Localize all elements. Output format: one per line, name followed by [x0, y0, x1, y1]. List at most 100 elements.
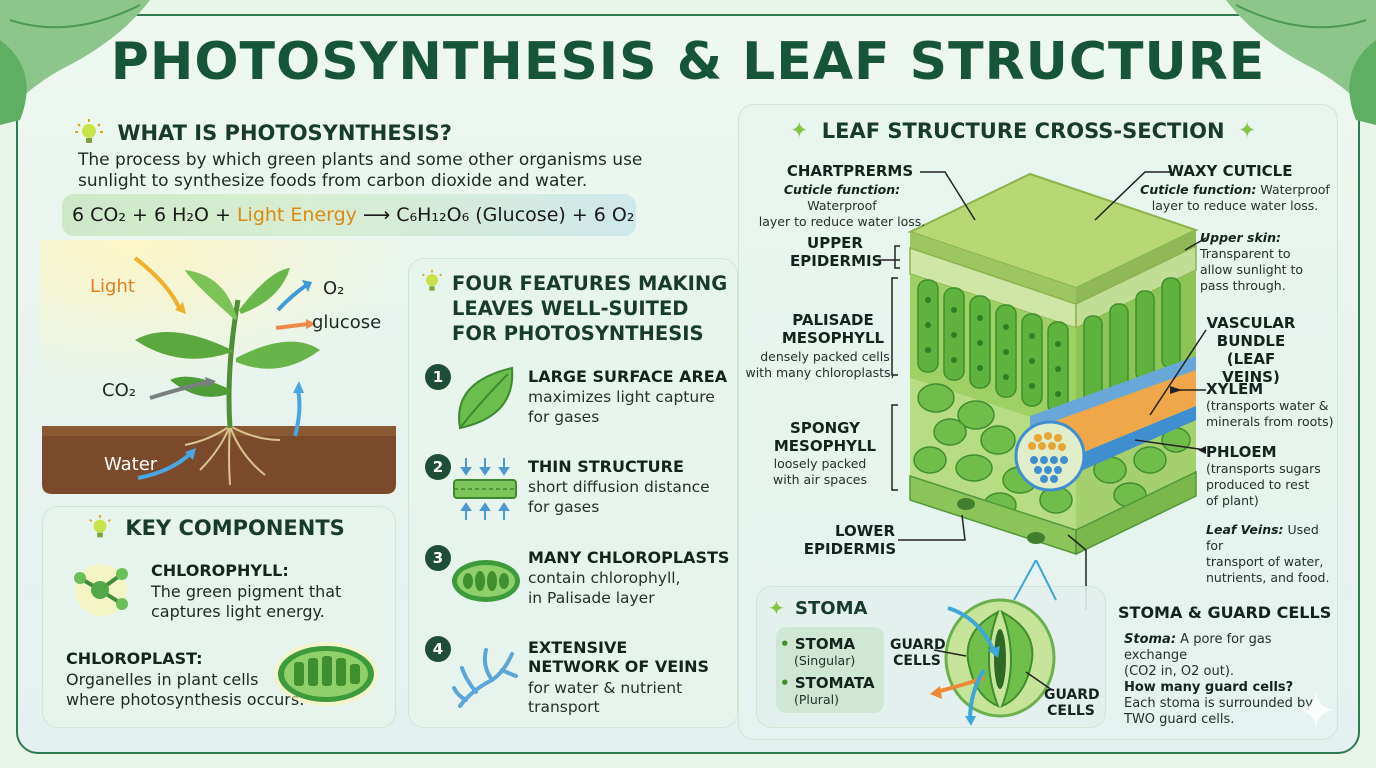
chartprerms-function-text-1: Waterproof [807, 198, 877, 213]
leaf-veins-note: Leaf Veins: Used for transport of water,… [1206, 522, 1336, 586]
glucose-label: glucose [312, 312, 382, 333]
label-upper-epidermis-2: EPIDERMIS [790, 252, 883, 270]
what-heading-row: WHAT IS PHOTOSYNTHESIS? [74, 118, 452, 148]
label-xylem: XYLEM [1206, 380, 1264, 398]
sparkle-icon [1298, 692, 1334, 728]
water-label: Water [104, 454, 158, 475]
plant-illustration [40, 240, 400, 494]
feature-number-1: 1 [425, 364, 451, 390]
features-heading-2: LEAVES WELL-SUITED [452, 297, 689, 320]
page-title: PHOTOSYNTHESIS & LEAF STRUCTURE [110, 32, 1266, 92]
what-desc-1: The process by which green plants and so… [78, 150, 643, 170]
lightbulb-icon [89, 514, 111, 538]
label-chartprerms: CHARTPRERMS [786, 162, 914, 180]
stoma-definition-text-1: A pore for gas exchange [1124, 632, 1272, 663]
chlorophyll-title: CHLOROPHYLL: [151, 561, 289, 580]
stoma-definition: Stoma: A pore for gas exchange (CO2 in, … [1124, 632, 1336, 728]
light-label: Light [90, 276, 135, 297]
feature-3-desc-2: in Palisade layer [528, 589, 655, 607]
feature-2-desc-1: short diffusion distance [528, 478, 710, 496]
feature-2-desc-2: for gases [528, 498, 600, 516]
bullet-icon: • [780, 674, 795, 692]
sparkle-icon: ✦ [1237, 118, 1257, 144]
chloroplast-title: CHLOROPLAST: [66, 649, 203, 668]
upper-skin-text-2: allow sunlight to [1200, 262, 1304, 277]
sparkle-icon: ✦ [790, 118, 809, 144]
upper-skin-text-3: pass through. [1200, 278, 1286, 293]
guard-cells-answer-1: Each stoma is surrounded by [1124, 696, 1314, 711]
lightbulb-icon [75, 119, 103, 143]
features-heading-3: FOR PHOTOSYNTHESIS [452, 322, 704, 345]
veins-icon [452, 648, 518, 708]
feature-2-title: THIN STRUCTURE [528, 457, 684, 476]
corner-leaf-left-icon [0, 0, 150, 125]
guard-cells-label-left-1: GUARD [890, 637, 946, 653]
waxy-cuticle-function-text-2: layer to reduce water loss. [1151, 198, 1319, 213]
feature-4-desc-2: transport [528, 698, 600, 716]
label-lower-2: EPIDERMIS [803, 540, 897, 558]
guard-cells-label-left-2: CELLS [893, 653, 941, 669]
leaf-heading-row: ✦ LEAF STRUCTURE CROSS-SECTION ✦ [790, 118, 1256, 144]
label-vascular-3: (LEAF VEINS) [1222, 350, 1280, 386]
xylem-desc-2: minerals from roots) [1206, 414, 1334, 429]
waxy-cuticle-function-label: Cuticle function: [1140, 182, 1257, 197]
upper-skin-text-1: Transparent to [1200, 246, 1291, 261]
label-upper-epidermis-1: UPPER [807, 234, 863, 252]
key-heading: KEY COMPONENTS [125, 516, 345, 540]
chloroplast-icon [452, 560, 520, 602]
equation-light-energy: Light Energy [236, 204, 357, 226]
guard-cells-label-right-1: GUARD [1044, 687, 1100, 703]
upper-skin-label: Upper skin: [1200, 230, 1281, 245]
spongy-desc-2: with air spaces [773, 472, 867, 487]
equation-products: ⟶ C₆H₁₂O₆ (Glucose) + 6 O₂ [356, 204, 635, 226]
xylem-desc-1: (transports water & [1206, 398, 1329, 413]
palisade-desc-2: with many chloroplasts, [745, 365, 895, 380]
chloroplast-desc-2: where photosynthesis occurs. [66, 690, 305, 709]
feature-3-title: MANY CHLOROPLASTS [528, 548, 730, 567]
guard-cells-answer-2: TWO guard cells. [1124, 712, 1235, 727]
stoma-heading-row: ✦ STOMA [768, 596, 867, 620]
label-spongy-1: SPONGY [790, 419, 860, 437]
leaf-icon [458, 366, 514, 430]
stoma-singular: • STOMA [780, 635, 855, 653]
leaf-veins-text-3: nutrients, and food. [1206, 570, 1330, 585]
phloem-desc-1: (transports sugars [1206, 461, 1321, 476]
phloem-desc-2: produced to rest [1206, 477, 1310, 492]
feature-4-title-1: EXTENSIVE [528, 638, 628, 657]
thin-structure-icon [453, 458, 517, 520]
bullet-icon: • [780, 635, 795, 653]
sparkle-icon: ✦ [768, 596, 785, 620]
stoma-guard-title: STOMA & GUARD CELLS [1118, 603, 1332, 622]
chlorophyll-desc-2: captures light energy. [151, 602, 325, 621]
waxy-cuticle-function: Cuticle function: Waterproof layer to re… [1140, 182, 1330, 214]
feature-number-2: 2 [425, 454, 451, 480]
chartprerms-function: Cuticle function: Waterproof layer to re… [752, 182, 932, 230]
what-desc-2: sunlight to synthesize foods from carbon… [78, 171, 588, 191]
leaf-veins-text-1: Used for [1206, 522, 1319, 553]
chartprerms-function-label: Cuticle function: [783, 182, 901, 197]
leaf-heading: LEAF STRUCTURE CROSS-SECTION [821, 119, 1225, 143]
guard-cells-label-right-2: CELLS [1047, 703, 1095, 719]
feature-4-desc-1: for water & nutrient [528, 679, 683, 697]
chloroplast-desc-1: Organelles in plant cells [66, 670, 259, 689]
what-heading: WHAT IS PHOTOSYNTHESIS? [117, 121, 452, 145]
stoma-singular-text: STOMA [794, 635, 856, 653]
feature-number-4: 4 [425, 636, 451, 662]
key-heading-row: KEY COMPONENTS [86, 514, 345, 542]
lightbulb-icon [421, 269, 443, 291]
label-waxy-cuticle: WAXY CUTICLE [1167, 162, 1293, 180]
stoma-definition-label: Stoma: [1124, 632, 1177, 647]
equation-reactants: 6 CO₂ + 6 H₂O + [72, 204, 237, 226]
stoma-plural-text: STOMATA [794, 674, 875, 692]
stoma-definition-text-2: (CO2 in, O2 out). [1124, 664, 1235, 679]
feature-4-title-2: NETWORK OF VEINS [528, 657, 710, 676]
leaf-veins-text-2: transport of water, [1206, 554, 1324, 569]
label-palisade-2: MESOPHYLL [781, 329, 885, 347]
o2-label: O₂ [323, 278, 345, 299]
chartprerms-function-text-2: layer to reduce water loss. [758, 214, 926, 229]
feature-number-3: 3 [425, 545, 451, 571]
upper-skin-note: Upper skin: Transparent to allow sunligh… [1200, 230, 1320, 294]
corner-leaf-right-icon [1226, 0, 1376, 125]
stoma-terms-box [776, 627, 884, 713]
chlorophyll-desc-1: The green pigment that [151, 582, 342, 601]
